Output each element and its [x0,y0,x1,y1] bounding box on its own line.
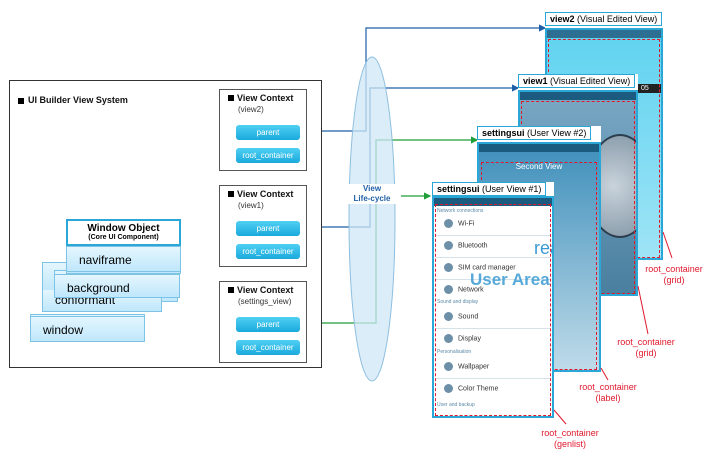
divider [436,328,550,329]
section-user-backup: User and backup [437,402,475,408]
root-label-grid-2: root_container (grid) [606,337,686,359]
user-area-overlay: User Area [470,270,550,289]
root-container-pill: root_container [236,148,300,163]
root-container-pill: root_container [236,340,300,355]
second-view-header: Second View [515,162,563,171]
screen-view1-phone [518,90,638,296]
root-label-grid-1: root_container (grid) [634,264,714,286]
stack-background-front-label: background [67,281,130,295]
list-item-wallpaper[interactable]: Wallpaper [444,362,489,371]
status-bar [547,30,661,38]
screen-name: settingsui [437,184,480,194]
screen-settingsui1-label: settingsui (User View #1) [432,182,547,196]
list-item-sim[interactable]: SIM card manager [444,263,516,272]
screen-view2-label: view2 (Visual Edited View) [545,12,663,26]
list-item-label: Wallpaper [458,363,490,371]
screen-view1-label: view1 (Visual Edited View) [518,74,636,88]
root-label-line2: (label) [595,393,621,403]
lifecycle-label: View Life-cycle [343,184,401,204]
view-context-title: View Context [228,93,293,103]
screen-settingsui2-label: settingsui (User View #2) [477,126,592,140]
color-theme-icon [444,384,453,393]
parent-pill: parent [236,317,300,332]
root-container-pill: root_container [236,244,300,259]
user-area-partial: rea [534,238,552,258]
screen-name: settingsui [482,128,525,138]
lifecycle-line2: Life-cycle [353,194,391,203]
stack-window-front: window [30,316,145,342]
screen-name: view2 [550,14,575,24]
root-label-genlist: root_container (genlist) [530,428,610,450]
list-item-label: SIM card manager [458,264,516,272]
screen-settingsui1-phone: Network connections Wi-Fi Bluetooth SIM … [432,196,554,418]
wallpaper-icon [444,362,453,371]
root-container-box-genlist [435,204,551,416]
view-context-settings: View Context (settings_view) parent root… [219,281,307,363]
network-icon [444,285,453,294]
list-item-wifi[interactable]: Wi-Fi [444,219,474,228]
section-network: Network connections [437,208,484,214]
view-context-title: View Context [228,189,293,199]
window-object: Window Object (Core UI Component) [66,219,181,246]
root-label-label: root_container (label) [568,382,648,404]
readout-3: 05 [641,85,649,92]
root-label-line1: root_container [541,428,599,438]
screen-desc: (Visual Edited View) [577,14,658,24]
divider [436,378,550,379]
status-bar [479,144,599,152]
list-item-bluetooth[interactable]: Bluetooth [444,241,488,250]
status-bar [520,92,636,100]
stack-window-front-label: window [43,323,84,337]
view-context-sub: (view1) [238,201,264,210]
view-context-title: View Context [228,285,293,295]
view-context-view2: View Context (view2) parent root_contain… [219,89,307,171]
list-item-label: Display [458,335,481,343]
wifi-icon [444,219,453,228]
view-context-sub: (settings_view) [238,297,292,306]
display-icon [444,334,453,343]
view-system-title: UI Builder View System [18,95,128,105]
parent-pill: parent [236,221,300,236]
section-sound: Sound and display [437,299,479,305]
screen-desc: (User View #1) [482,184,542,194]
bluetooth-icon [444,241,453,250]
root-label-line1: root_container [645,264,703,274]
list-item-color-theme[interactable]: Color Theme [444,384,498,393]
status-bar [434,198,552,206]
naviframe-label: naviframe [79,253,132,267]
sound-icon [444,312,453,321]
view-context-view1: View Context (view1) parent root_contain… [219,185,307,267]
divider [436,279,550,280]
root-label-line2: (grid) [663,275,685,285]
sim-card-icon [444,263,453,272]
root-label-line2: (grid) [635,348,657,358]
list-item-sound[interactable]: Sound [444,312,478,321]
divider [436,235,550,236]
root-label-line2: (genlist) [553,439,586,449]
list-item-label: Network [458,286,484,294]
naviframe-box: naviframe [66,246,181,272]
divider [436,257,550,258]
window-object-subtitle: (Core UI Component) [88,234,159,241]
list-item-network[interactable]: Network [444,285,484,294]
screen-desc: (Visual Edited View) [550,76,631,86]
stack-background-front: background [54,274,180,298]
screen-name: view1 [523,76,548,86]
list-item-label: Sound [458,313,479,321]
lifecycle-line1: View [362,184,382,193]
list-item-label: Color Theme [458,385,499,393]
section-personalisation: Personalisation [437,349,472,355]
screen-desc: (User View #2) [527,128,587,138]
view-context-sub: (view2) [238,105,264,114]
list-item-label: Wi-Fi [458,220,475,228]
window-object-title: Window Object [87,223,160,234]
parent-pill: parent [236,125,300,140]
root-label-line1: root_container [579,382,637,392]
list-item-label: Bluetooth [458,242,488,250]
root-label-line1: root_container [617,337,675,347]
screen-settingsui-1: settingsui (User View #1) Network connec… [432,182,554,418]
list-item-display[interactable]: Display [444,334,481,343]
